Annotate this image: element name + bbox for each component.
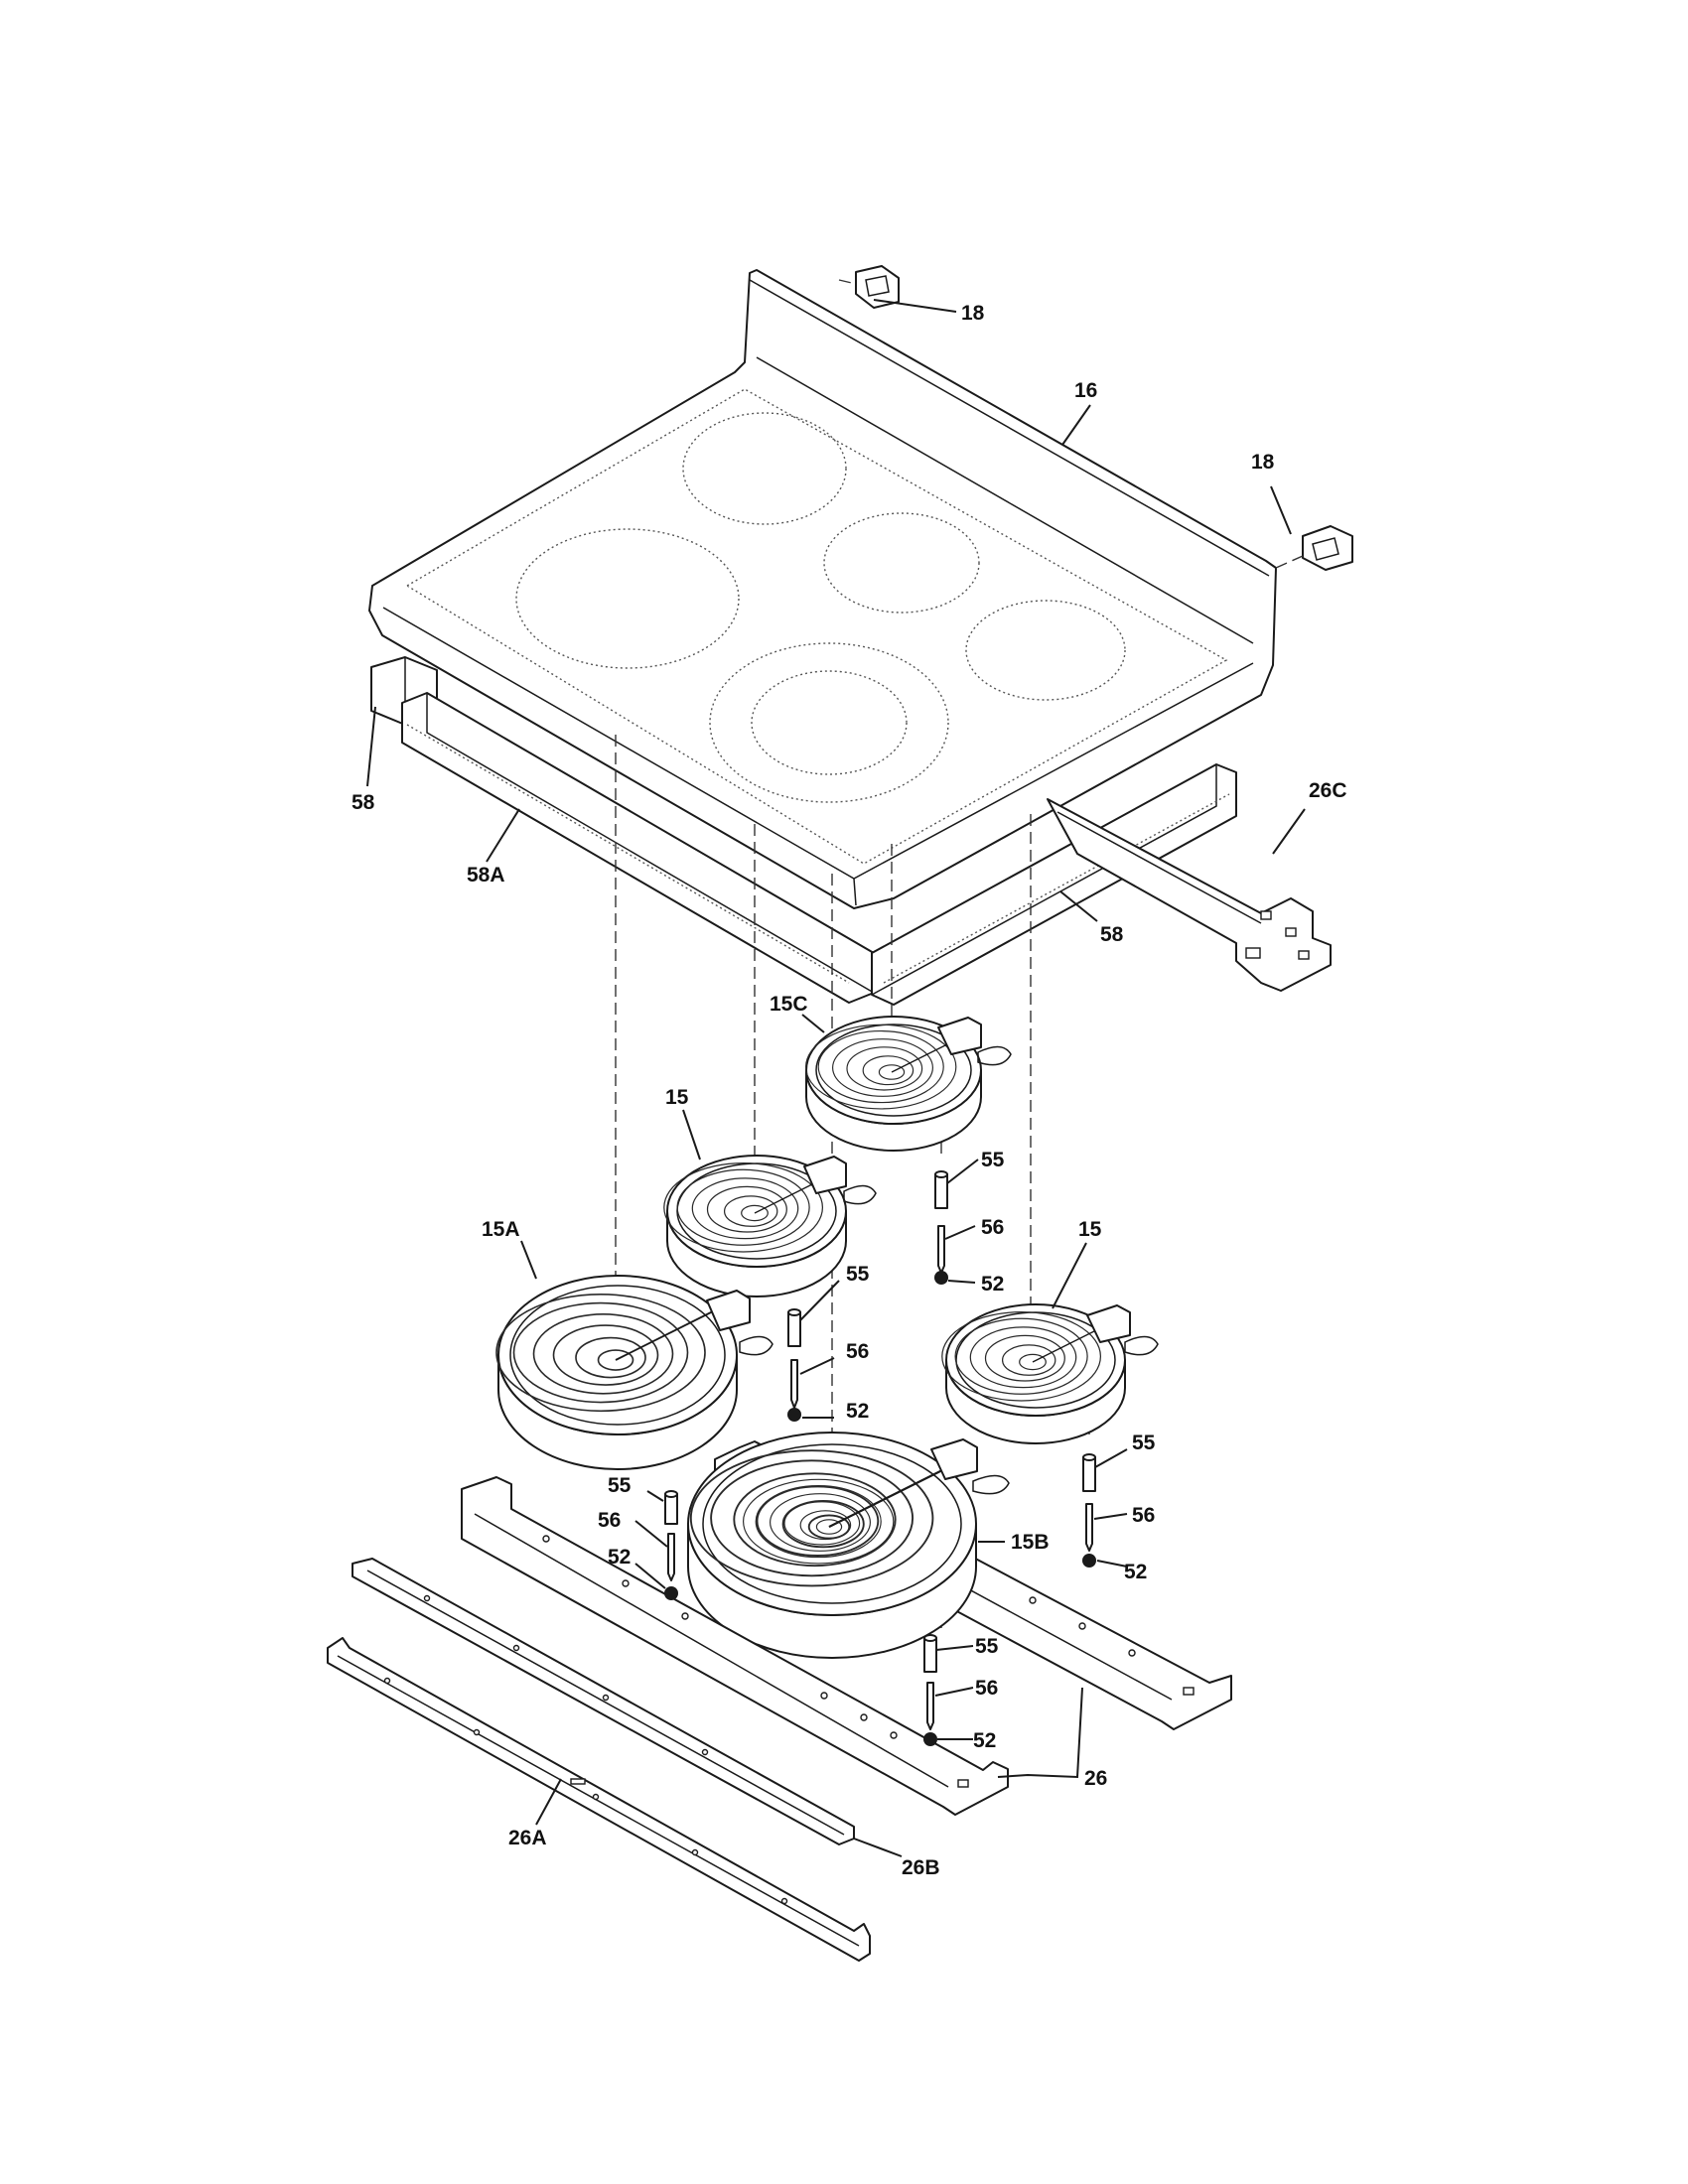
callout-56-e: 56 — [975, 1677, 998, 1700]
callout-58-right: 58 — [1100, 923, 1124, 946]
callout-26C: 26C — [1309, 779, 1347, 802]
callout-labels: 18 16 18 58 58A 26C 58 15C 15 55 56 52 1… — [352, 302, 1347, 1879]
callout-15-middle: 15 — [665, 1086, 689, 1109]
callout-56-b: 56 — [846, 1340, 869, 1363]
callout-55-e: 55 — [975, 1635, 999, 1658]
fastener-stack-d — [1082, 1453, 1096, 1568]
callout-26A: 26A — [508, 1827, 547, 1849]
callout-56-a: 56 — [981, 1216, 1004, 1239]
support-rail-26-front — [461, 1476, 1009, 1816]
fastener-stack-c — [664, 1490, 678, 1600]
callout-55-a: 55 — [981, 1149, 1005, 1171]
callout-55-d: 55 — [1132, 1432, 1156, 1454]
side-trim-58-right — [871, 763, 1237, 1006]
callout-52-b: 52 — [846, 1400, 869, 1423]
mounting-clip-18-side — [1275, 525, 1353, 571]
callout-52-c: 52 — [608, 1546, 631, 1569]
front-trim-58A — [401, 692, 875, 1004]
callout-15-right: 15 — [1078, 1218, 1102, 1241]
mounting-clip-18-top — [838, 265, 900, 309]
fastener-stack-e — [923, 1634, 937, 1746]
callout-26: 26 — [1084, 1767, 1107, 1790]
fastener-stack-a — [934, 1170, 948, 1285]
callout-58-left: 58 — [352, 791, 375, 814]
callout-52-e: 52 — [973, 1729, 996, 1752]
cooktop-glass-16 — [368, 269, 1277, 909]
heating-element-15-middle — [663, 1155, 877, 1297]
callout-26B: 26B — [902, 1856, 940, 1879]
rail-26A — [327, 1637, 871, 1962]
callout-52-a: 52 — [981, 1273, 1004, 1296]
heating-element-15B — [687, 1432, 1010, 1659]
rail-26B — [352, 1558, 855, 1845]
heating-element-15C — [804, 1016, 1012, 1152]
support-bracket-26C — [1047, 798, 1332, 992]
callout-55-c: 55 — [608, 1474, 632, 1497]
fastener-stack-b — [787, 1308, 801, 1422]
callout-18-side: 18 — [1251, 451, 1275, 474]
callout-56-d: 56 — [1132, 1504, 1155, 1527]
callout-15A: 15A — [482, 1218, 520, 1241]
callout-55-b: 55 — [846, 1263, 870, 1286]
callout-58A: 58A — [467, 864, 505, 887]
callout-16: 16 — [1074, 379, 1097, 402]
callout-18-top: 18 — [961, 302, 985, 325]
heating-element-15-right — [941, 1303, 1159, 1444]
leader-lines — [366, 299, 1306, 1857]
callout-52-d: 52 — [1124, 1561, 1147, 1583]
callout-56-c: 56 — [598, 1509, 621, 1532]
callout-15B: 15B — [1011, 1531, 1050, 1554]
heating-element-15A — [495, 1275, 774, 1470]
callout-15C: 15C — [770, 993, 808, 1016]
